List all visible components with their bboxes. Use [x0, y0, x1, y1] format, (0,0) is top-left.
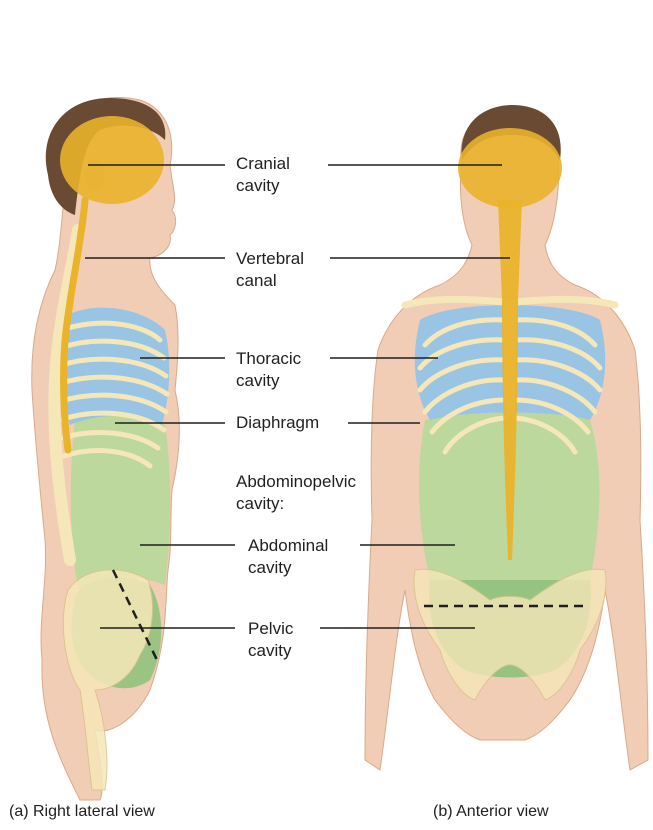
diaphragm-label: Diaphragm [236, 412, 319, 434]
pelvic-cavity-label: Pelvic cavity [248, 618, 293, 662]
thoracic-cavity-label: Thoracic cavity [236, 348, 301, 392]
lateral-figure [32, 97, 180, 800]
cranial-cavity-label: Cranial cavity [236, 153, 290, 197]
vertebral-label-line1: Vertebral [236, 248, 304, 270]
pelvic-label-line2: cavity [248, 640, 293, 662]
cranial-label-line1: Cranial [236, 153, 290, 175]
abdominal-label-line1: Abdominal [248, 535, 328, 557]
cranial-label-line2: cavity [236, 175, 290, 197]
abdominopelvic-cavity-label: Abdominopelvic cavity: [236, 471, 356, 515]
lateral-view-caption: (a) Right lateral view [9, 803, 155, 821]
diaphragm-label-line1: Diaphragm [236, 412, 319, 434]
thoracic-label-line2: cavity [236, 370, 301, 392]
anterior-view-caption: (b) Anterior view [433, 803, 549, 821]
vertebral-canal-label: Vertebral canal [236, 248, 304, 292]
anterior-figure [365, 105, 648, 770]
lateral-cranial-cavity [60, 116, 164, 204]
anterior-cranial-cavity [458, 128, 562, 208]
vertebral-label-line2: canal [236, 270, 304, 292]
abdominal-label-line2: cavity [248, 557, 328, 579]
abdominal-cavity-label: Abdominal cavity [248, 535, 328, 579]
pelvic-label-line1: Pelvic [248, 618, 293, 640]
abdominopelvic-label-line1: Abdominopelvic [236, 471, 356, 493]
lateral-abdominopelvic-cavity [71, 413, 171, 590]
thoracic-label-line1: Thoracic [236, 348, 301, 370]
abdominopelvic-label-line2: cavity: [236, 493, 356, 515]
